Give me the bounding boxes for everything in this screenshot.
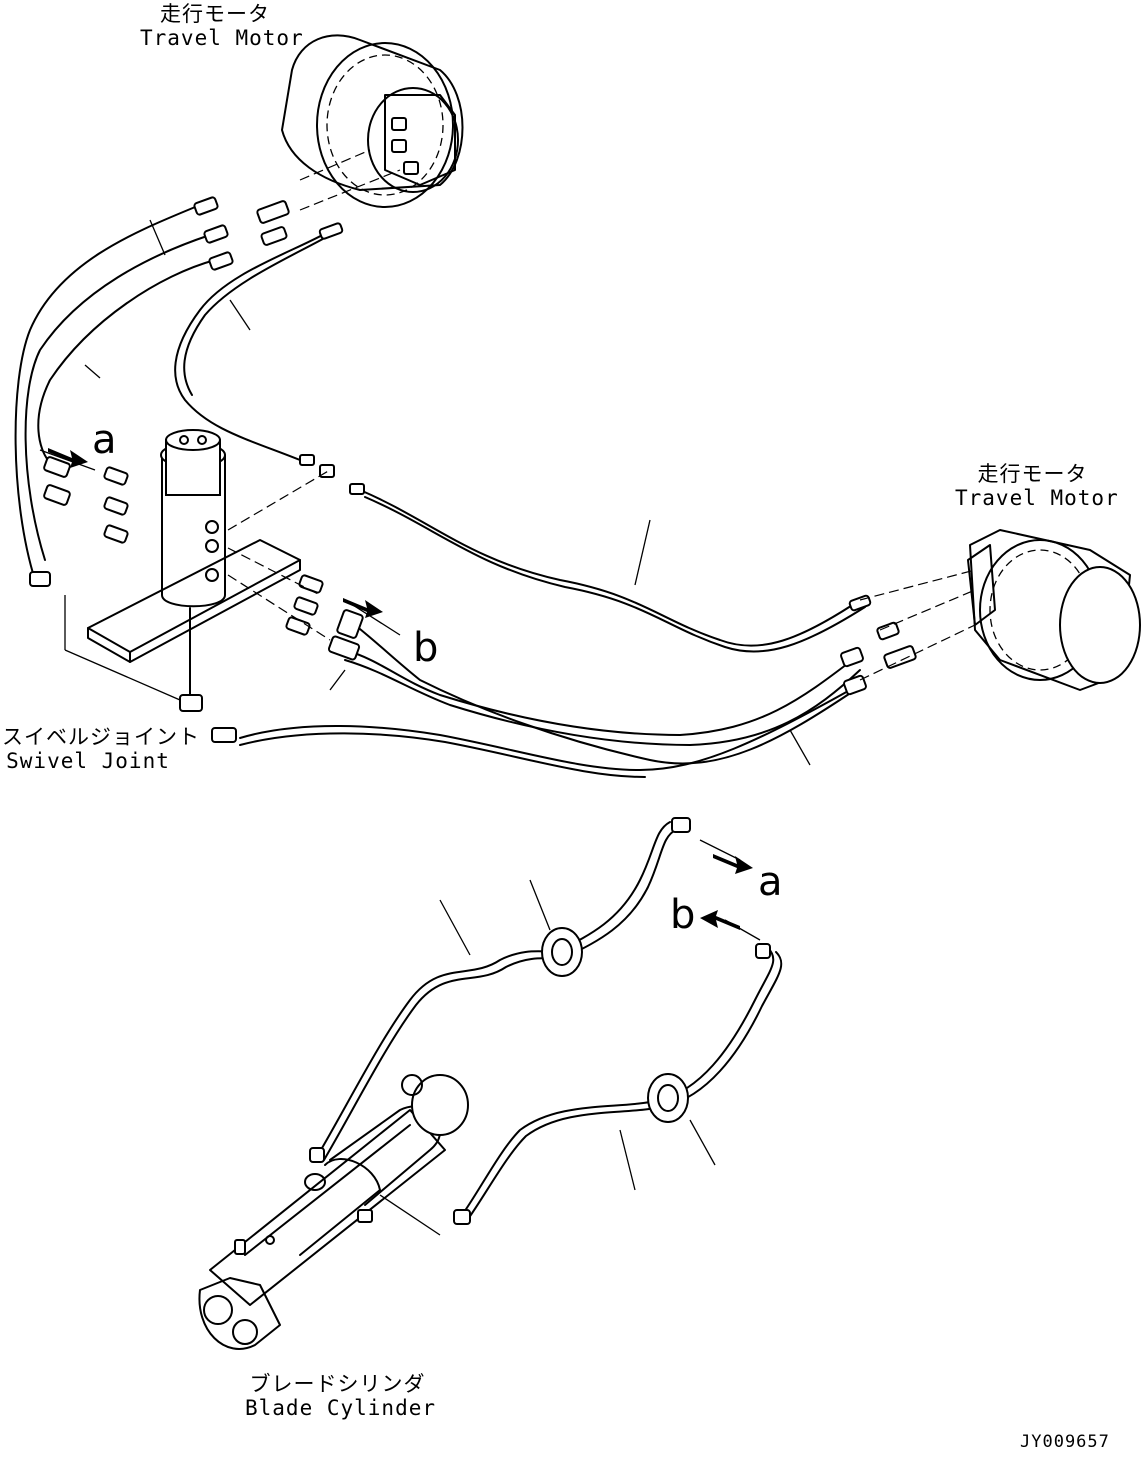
connection-mark-b-lower: b — [670, 892, 696, 938]
travel-motor-top — [281, 34, 464, 208]
swivel-joint-label: スイベルジョイント Swivel Joint — [2, 725, 200, 773]
swivel-joint — [87, 429, 301, 701]
hose-routing-upper — [14, 204, 866, 653]
blade-cylinder-label-ja: ブレードシリンダ — [249, 1372, 426, 1396]
connection-arrows — [48, 448, 753, 930]
travel-motor-top-label-ja: 走行モータ — [160, 2, 270, 26]
blade-cylinder-label: ブレードシリンダ Blade Cylinder — [245, 1372, 437, 1420]
document-id: JY009657 — [1020, 1432, 1110, 1452]
alignment-lines — [227, 149, 976, 681]
hose-routing-lower — [239, 624, 861, 778]
connection-mark-b-upper: b — [413, 625, 439, 671]
travel-motor-top-label-en: Travel Motor — [140, 26, 304, 50]
connection-mark-a-upper: a — [92, 417, 117, 463]
blade-cylinder-hoses — [309, 817, 783, 1236]
blade-cylinder — [198, 1074, 469, 1350]
travel-motor-right-label-en: Travel Motor — [955, 486, 1119, 510]
travel-motor-right-label: 走行モータ Travel Motor — [955, 462, 1119, 510]
fittings — [29, 196, 917, 743]
connection-mark-a-lower: a — [758, 859, 783, 905]
travel-motor-top-label: 走行モータ Travel Motor — [140, 2, 304, 50]
swivel-joint-label-ja: スイベルジョイント — [2, 725, 200, 749]
travel-motor-right — [967, 529, 1141, 691]
travel-motor-right-label-ja: 走行モータ — [977, 462, 1088, 486]
blade-cylinder-label-en: Blade Cylinder — [245, 1396, 437, 1420]
swivel-joint-label-en: Swivel Joint — [6, 749, 170, 773]
